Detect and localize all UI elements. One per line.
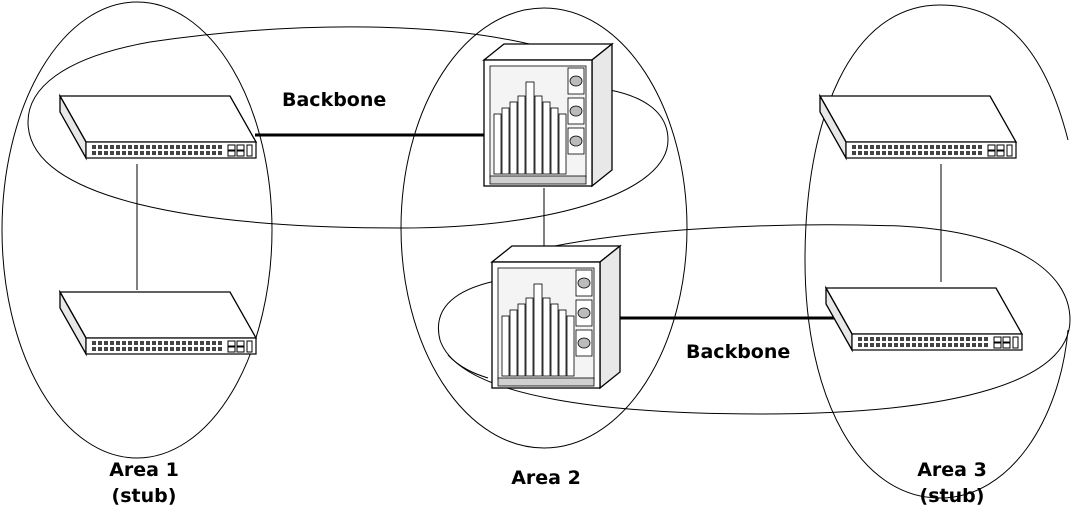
area3-switch-top-icon — [819, 95, 1017, 159]
area3-oval — [804, 4, 1069, 499]
area3-type-label: (stub) — [920, 485, 985, 507]
area1-type-label: (stub) — [112, 485, 177, 507]
area2-chassis-bottom-icon — [491, 245, 621, 389]
backbone-label-top: Backbone — [282, 89, 386, 111]
area1-switch-bottom-icon — [59, 291, 257, 355]
area3-label: Area 3 — [917, 459, 987, 481]
backbone-label-bottom: Backbone — [686, 341, 790, 363]
area1-label: Area 1 — [109, 459, 179, 481]
backbone-oval-bottom-tail — [447, 354, 489, 379]
area1-oval — [1, 1, 273, 459]
area3-switch-bottom-icon — [825, 287, 1023, 351]
backbone-oval-top — [27, 26, 669, 229]
area1-switch-top-icon — [59, 95, 257, 159]
area2-label: Area 2 — [511, 467, 581, 489]
area2-chassis-top-icon — [483, 43, 613, 187]
